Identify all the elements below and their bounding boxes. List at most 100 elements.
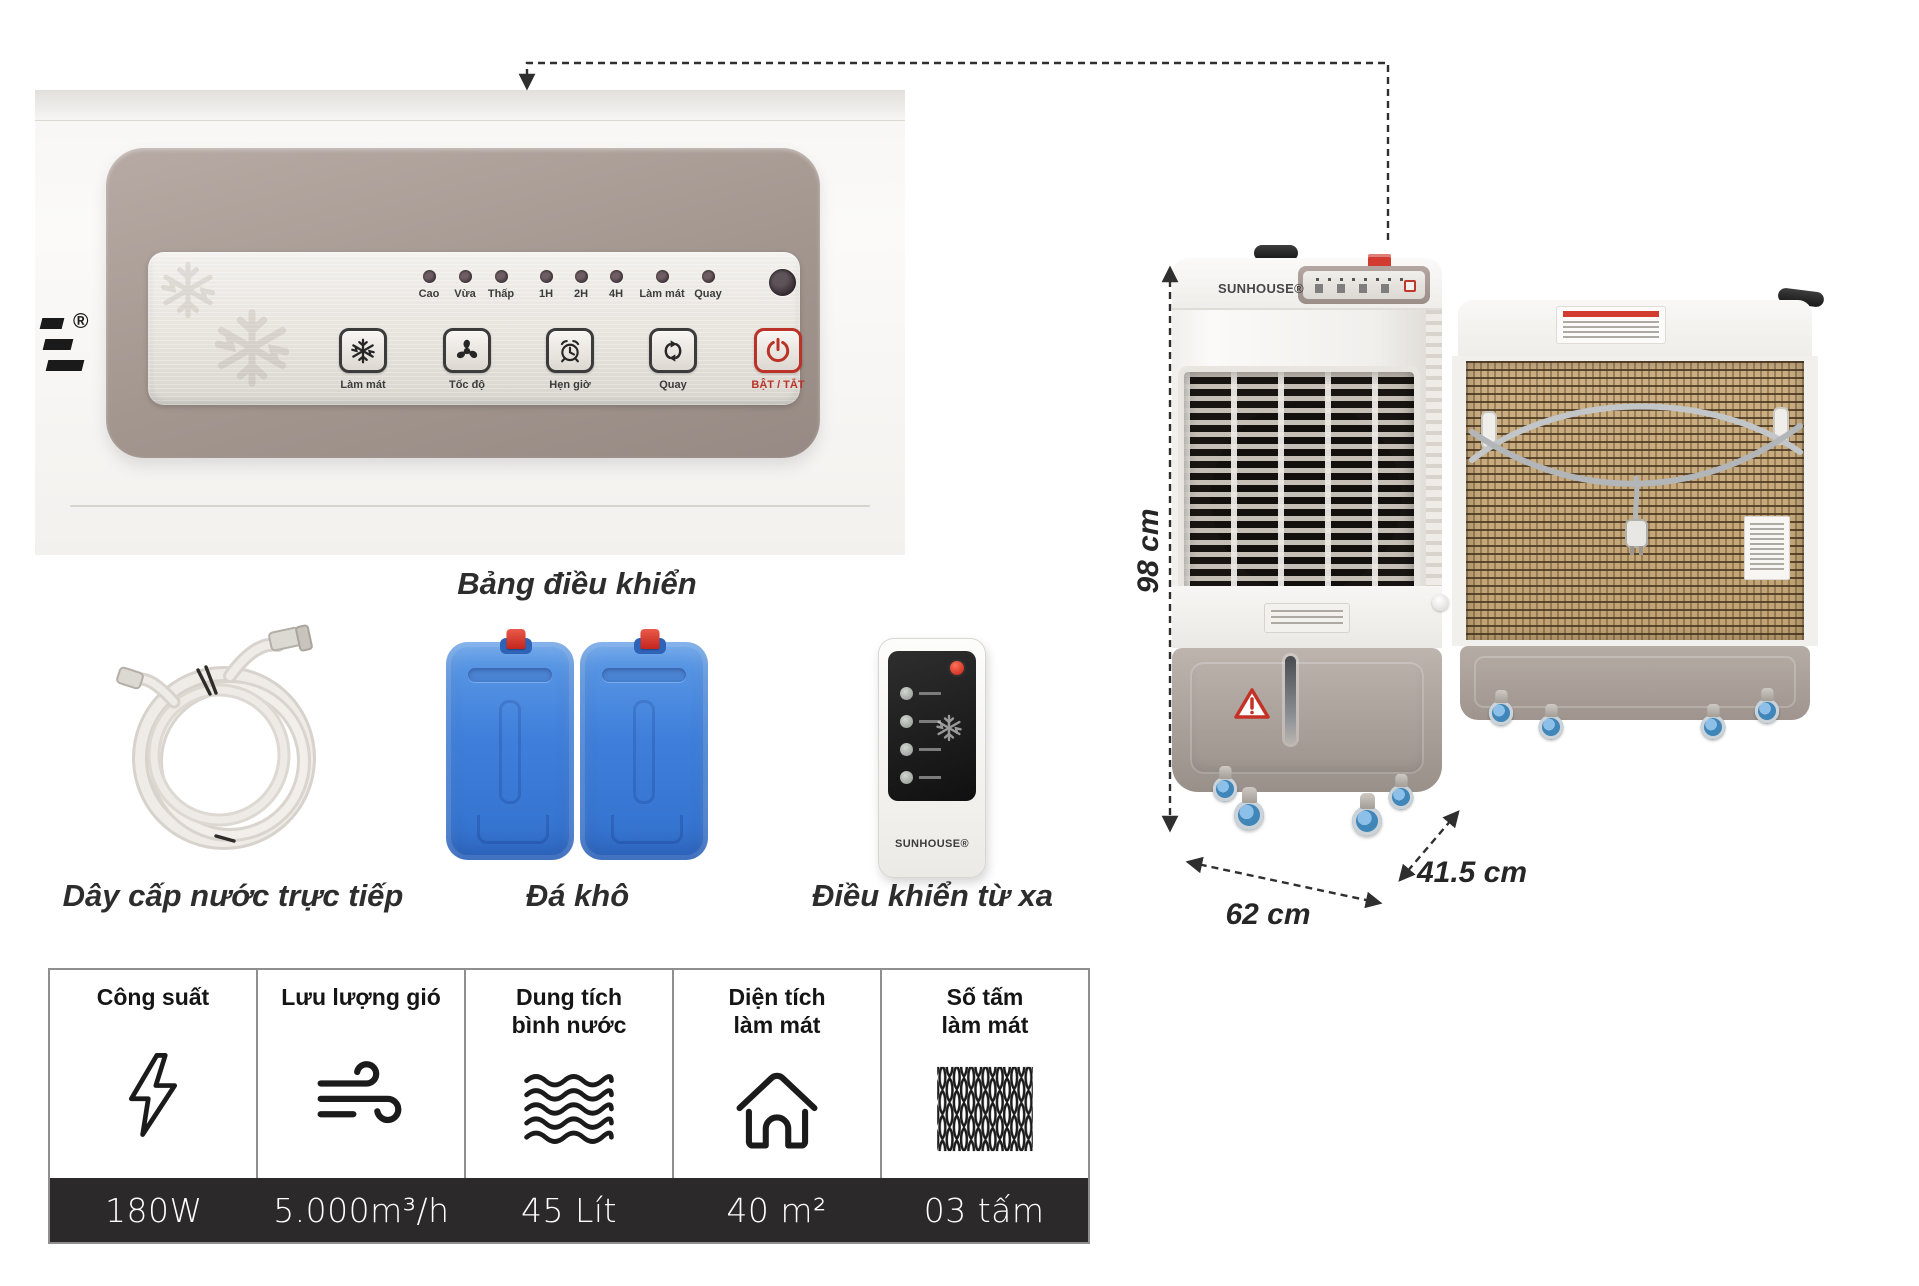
spec-col-dung-tich: Dung tích bình nước <box>466 970 674 1178</box>
indicator-vua: Vừa <box>433 270 497 300</box>
remote-face <box>888 651 976 801</box>
remote-power-button <box>950 661 964 675</box>
snowflake-icon <box>934 713 964 743</box>
width-dimension-label: 62 cm <box>1225 898 1311 931</box>
top-knob <box>1254 245 1298 261</box>
spec-values-bar: 180W 5.000m³/h 45 Lít 40 m² 03 tấm <box>50 1178 1088 1242</box>
indicator-cao: Cao <box>397 270 461 300</box>
swing-icon <box>659 337 687 365</box>
hose-caption: Dây cấp nước trực tiếp <box>62 878 404 913</box>
spec-header: Lưu lượng gió <box>281 984 441 1010</box>
panel-faceplate: Cao Vừa Thấp 1H 2H 4H <box>148 252 805 405</box>
body-seam <box>69 505 871 507</box>
logo-bar <box>42 339 74 350</box>
water-hose-photo <box>116 624 316 850</box>
molded-trapezoid <box>476 815 550 844</box>
indicator-quay: Quay <box>676 270 740 300</box>
warning-triangle-icon <box>1234 688 1270 720</box>
spec-table: Công suất Lưu lượng gió Dung tích bình n… <box>48 968 1090 1244</box>
brand-label: SUNHOUSE® <box>1218 281 1304 296</box>
molded-groove <box>601 668 687 682</box>
indicator-lam-mat: Làm mát <box>630 270 694 300</box>
front-body <box>1172 310 1426 628</box>
button-hen-gio: Hẹn giờ <box>522 328 618 391</box>
alarm-icon <box>556 337 584 365</box>
logo-bar <box>39 318 65 329</box>
indicator-thap: Thấp <box>469 270 533 300</box>
caster-wheel <box>1700 704 1726 740</box>
ice-pack <box>580 629 708 860</box>
key-face <box>649 328 697 373</box>
caster-wheel <box>1212 766 1238 802</box>
indicator-2h: 2H <box>549 270 613 300</box>
caster-wheel <box>1388 774 1414 810</box>
water-level-gauge <box>1285 656 1296 744</box>
remote-button <box>900 687 913 700</box>
sticker-face <box>1303 271 1425 299</box>
pad-sticker <box>1744 516 1790 580</box>
side-vents <box>1426 310 1442 586</box>
red-cap <box>506 629 526 649</box>
key-face <box>443 328 491 373</box>
panel-caption: Bảng điều khiển <box>457 566 697 601</box>
molded-trapezoid <box>610 815 684 844</box>
remote-button <box>900 715 913 728</box>
snowflake-watermark-icon <box>208 304 296 392</box>
ice-caption: Đá khô <box>525 878 630 913</box>
spec-col-luu-luong-gio: Lưu lượng gió <box>258 970 466 1178</box>
molded-groove <box>467 668 553 682</box>
led-icon <box>494 270 508 283</box>
cooling-pad-icon <box>935 1039 1035 1178</box>
remote-button <box>900 743 913 756</box>
button-bat-tat: BẬT / TẮT <box>730 328 826 391</box>
water-tank-base <box>1172 648 1442 792</box>
lightning-icon <box>120 1011 186 1178</box>
key-face <box>754 328 802 373</box>
ice-packs-photo <box>446 629 708 860</box>
cooler-top-edge <box>35 90 905 121</box>
spec-header: Công suất <box>96 984 210 1010</box>
led-icon <box>655 270 669 283</box>
spec-col-cong-suat: Công suất <box>50 970 258 1178</box>
ir-sensor-icon <box>769 269 796 296</box>
snowflake-icon <box>349 337 377 365</box>
red-cap <box>640 629 660 649</box>
depth-dimension-label: 41.5 cm <box>1416 856 1528 889</box>
spec-col-so-tam: Số tấm làm mát <box>882 970 1088 1178</box>
drain-plug <box>1432 594 1449 611</box>
registered-mark: ® <box>73 310 89 333</box>
button-quay: Quay <box>625 328 721 391</box>
button-lam-mat: Làm mát <box>315 328 411 391</box>
airflow-icon <box>313 1011 409 1178</box>
power-cord <box>1469 403 1803 555</box>
key-face <box>546 328 594 373</box>
caster-wheel <box>1754 688 1780 724</box>
remote-label-line <box>919 692 941 695</box>
height-dimension-label: 98 cm <box>1132 508 1165 594</box>
spec-columns: Công suất Lưu lượng gió Dung tích bình n… <box>50 970 1088 1178</box>
caster-wheel <box>1352 793 1382 836</box>
power-icon <box>764 337 792 365</box>
rear-base <box>1460 646 1810 720</box>
led-icon <box>574 270 588 283</box>
panel-bezel: Cao Vừa Thấp 1H 2H 4H <box>106 148 820 458</box>
hose-connector <box>116 624 313 690</box>
spec-value: 5.000m³/h <box>273 1190 450 1230</box>
control-panel-photo: ® Cao Vừa Thấp 1H 2H <box>35 90 905 555</box>
sunhouse-logo-fragment: ® <box>35 308 135 398</box>
remote-caption: Điều khiển từ xa <box>812 878 1053 913</box>
remote-label-line <box>919 776 941 779</box>
button-toc-do: Tốc độ <box>419 328 515 391</box>
cooler-rear-view <box>1452 287 1825 750</box>
spec-header: Số tấm làm mát <box>941 984 1029 1039</box>
caster-wheel <box>1234 787 1264 830</box>
remote-brand: SUNHOUSE® <box>894 838 970 850</box>
spec-value: 45 Lít <box>520 1190 617 1230</box>
remote-button <box>900 771 913 784</box>
key-face <box>339 328 387 373</box>
caster-wheel <box>1538 704 1564 740</box>
house-icon <box>730 1039 824 1178</box>
louver-grille <box>1184 372 1414 628</box>
spec-header: Diện tích làm mát <box>728 984 826 1039</box>
led-icon <box>539 270 553 283</box>
